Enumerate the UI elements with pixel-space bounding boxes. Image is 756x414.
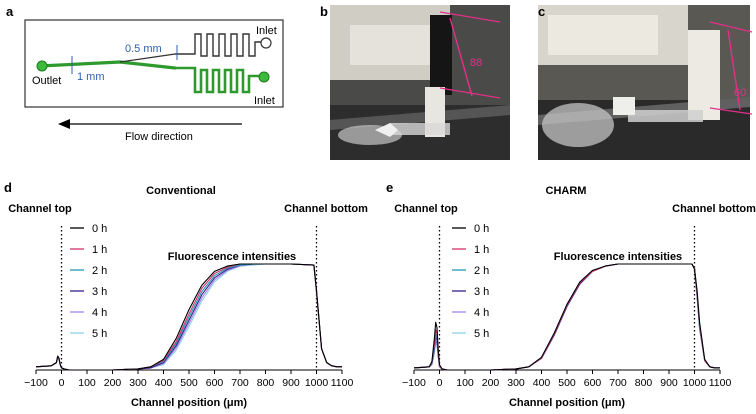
x-tick-label: 900 xyxy=(660,377,678,389)
series-line-1h xyxy=(413,263,720,371)
chart-title: Conventional xyxy=(146,185,216,197)
main-channel xyxy=(38,60,177,70)
panel-b-measure-cap-bottom xyxy=(439,87,501,99)
x-tick-label: 100 xyxy=(456,377,474,389)
panel-b-letter: b xyxy=(320,4,328,19)
x-tick-label: 800 xyxy=(635,377,653,389)
panel-d-letter: d xyxy=(4,180,12,195)
x-tick-label: 500 xyxy=(180,377,198,389)
channel-bottom-label: Channel bottom xyxy=(284,203,368,215)
series-line-2h xyxy=(413,263,720,371)
x-tick-label: 0 xyxy=(437,377,443,389)
channel-bottom-label: Channel bottom xyxy=(672,203,756,215)
upper-serpentine xyxy=(175,33,262,57)
panel-c-measure-cap-top xyxy=(709,21,753,33)
panel-c-photo xyxy=(538,5,750,160)
series-line-4h xyxy=(413,263,720,371)
series-line-0h xyxy=(35,263,342,371)
x-tick-label: 800 xyxy=(257,377,275,389)
side-channel xyxy=(119,53,176,63)
legend-label: 4 h xyxy=(92,307,107,319)
series-line-0h xyxy=(413,263,720,371)
legend-label: 3 h xyxy=(92,286,107,298)
x-tick-label: 700 xyxy=(609,377,627,389)
x-tick-label: 400 xyxy=(533,377,551,389)
x-tick-label: 300 xyxy=(507,377,525,389)
channel-top-label: Channel top xyxy=(394,203,458,215)
legend-label: 0 h xyxy=(92,223,107,235)
x-tick-label: 700 xyxy=(231,377,249,389)
dim-small-label: 0.5 mm xyxy=(125,43,162,55)
chip-outline xyxy=(24,19,284,108)
chart-charm: e CHARM Channel top Channel bottom Fluor… xyxy=(386,180,756,409)
legend-label: 0 h xyxy=(474,223,489,235)
x-tick-label: 0 xyxy=(59,377,65,389)
panel-b-overlay: b 88 xyxy=(320,4,501,99)
panel-a: a Outlet Inlet Inlet 0.5 mm 1 mm Flow di… xyxy=(6,4,284,143)
legend-label: 3 h xyxy=(474,286,489,298)
chart-title: CHARM xyxy=(546,185,587,197)
flow-arrow-head xyxy=(58,119,70,129)
x-axis-label: Channel position (μm) xyxy=(131,397,247,409)
series-line-2h xyxy=(35,263,342,371)
x-tick-label: 600 xyxy=(206,377,224,389)
panel-c-measure-line xyxy=(727,29,741,111)
inlet-top-label: Inlet xyxy=(256,25,277,37)
x-tick-label: 300 xyxy=(129,377,147,389)
fluorescence-annotation: Fluorescence intensities xyxy=(168,251,296,263)
inlet-bottom-label: Inlet xyxy=(254,95,275,107)
dim-large-label: 1 mm xyxy=(77,71,105,83)
panel-b-photo xyxy=(330,5,510,160)
x-tick-label: 1000 xyxy=(683,377,707,389)
legend-label: 1 h xyxy=(474,244,489,256)
outlet-port xyxy=(36,60,48,72)
legend-label: 1 h xyxy=(92,244,107,256)
inlet-bottom-port xyxy=(258,71,270,83)
inlet-top-port xyxy=(260,37,272,49)
x-tick-label: 900 xyxy=(282,377,300,389)
series-line-5h xyxy=(413,263,720,371)
x-tick-label: 100 xyxy=(78,377,96,389)
legend-label: 4 h xyxy=(474,307,489,319)
x-tick-label: 1100 xyxy=(331,377,354,389)
legend-label: 5 h xyxy=(92,328,107,340)
legend-label: 2 h xyxy=(92,265,107,277)
legend-label: 2 h xyxy=(474,265,489,277)
fluorescence-annotation: Fluorescence intensities xyxy=(554,251,682,263)
x-axis-label: Channel position (μm) xyxy=(509,397,625,409)
panel-c-letter: c xyxy=(538,4,545,19)
panel-b-measure-label: 88 xyxy=(470,57,482,69)
lower-serpentine xyxy=(175,66,260,94)
panel-b-measure-line xyxy=(449,17,473,97)
panel-c-measure-cap-bottom xyxy=(709,107,753,115)
x-tick-label: 1100 xyxy=(709,377,732,389)
x-tick-label: 200 xyxy=(104,377,122,389)
x-tick-label: 400 xyxy=(155,377,173,389)
chart-conventional: d Conventional Channel top Channel botto… xyxy=(4,180,368,409)
legend-label: 5 h xyxy=(474,328,489,340)
flow-label: Flow direction xyxy=(125,131,193,143)
x-tick-label: −100 xyxy=(402,377,426,389)
x-tick-label: 500 xyxy=(558,377,576,389)
x-tick-label: −100 xyxy=(24,377,48,389)
channel-top-label: Channel top xyxy=(8,203,72,215)
panel-b-measure-cap-top xyxy=(439,11,501,23)
panel-c-measure-label: 60 xyxy=(734,87,746,99)
x-tick-label: 1000 xyxy=(305,377,329,389)
x-tick-label: 600 xyxy=(584,377,602,389)
panel-e-letter: e xyxy=(386,180,393,195)
outlet-label: Outlet xyxy=(32,75,61,87)
panel-c-overlay: c 60 xyxy=(538,4,753,115)
panel-a-letter: a xyxy=(6,4,14,19)
x-tick-label: 200 xyxy=(482,377,500,389)
series-line-3h xyxy=(413,263,720,371)
